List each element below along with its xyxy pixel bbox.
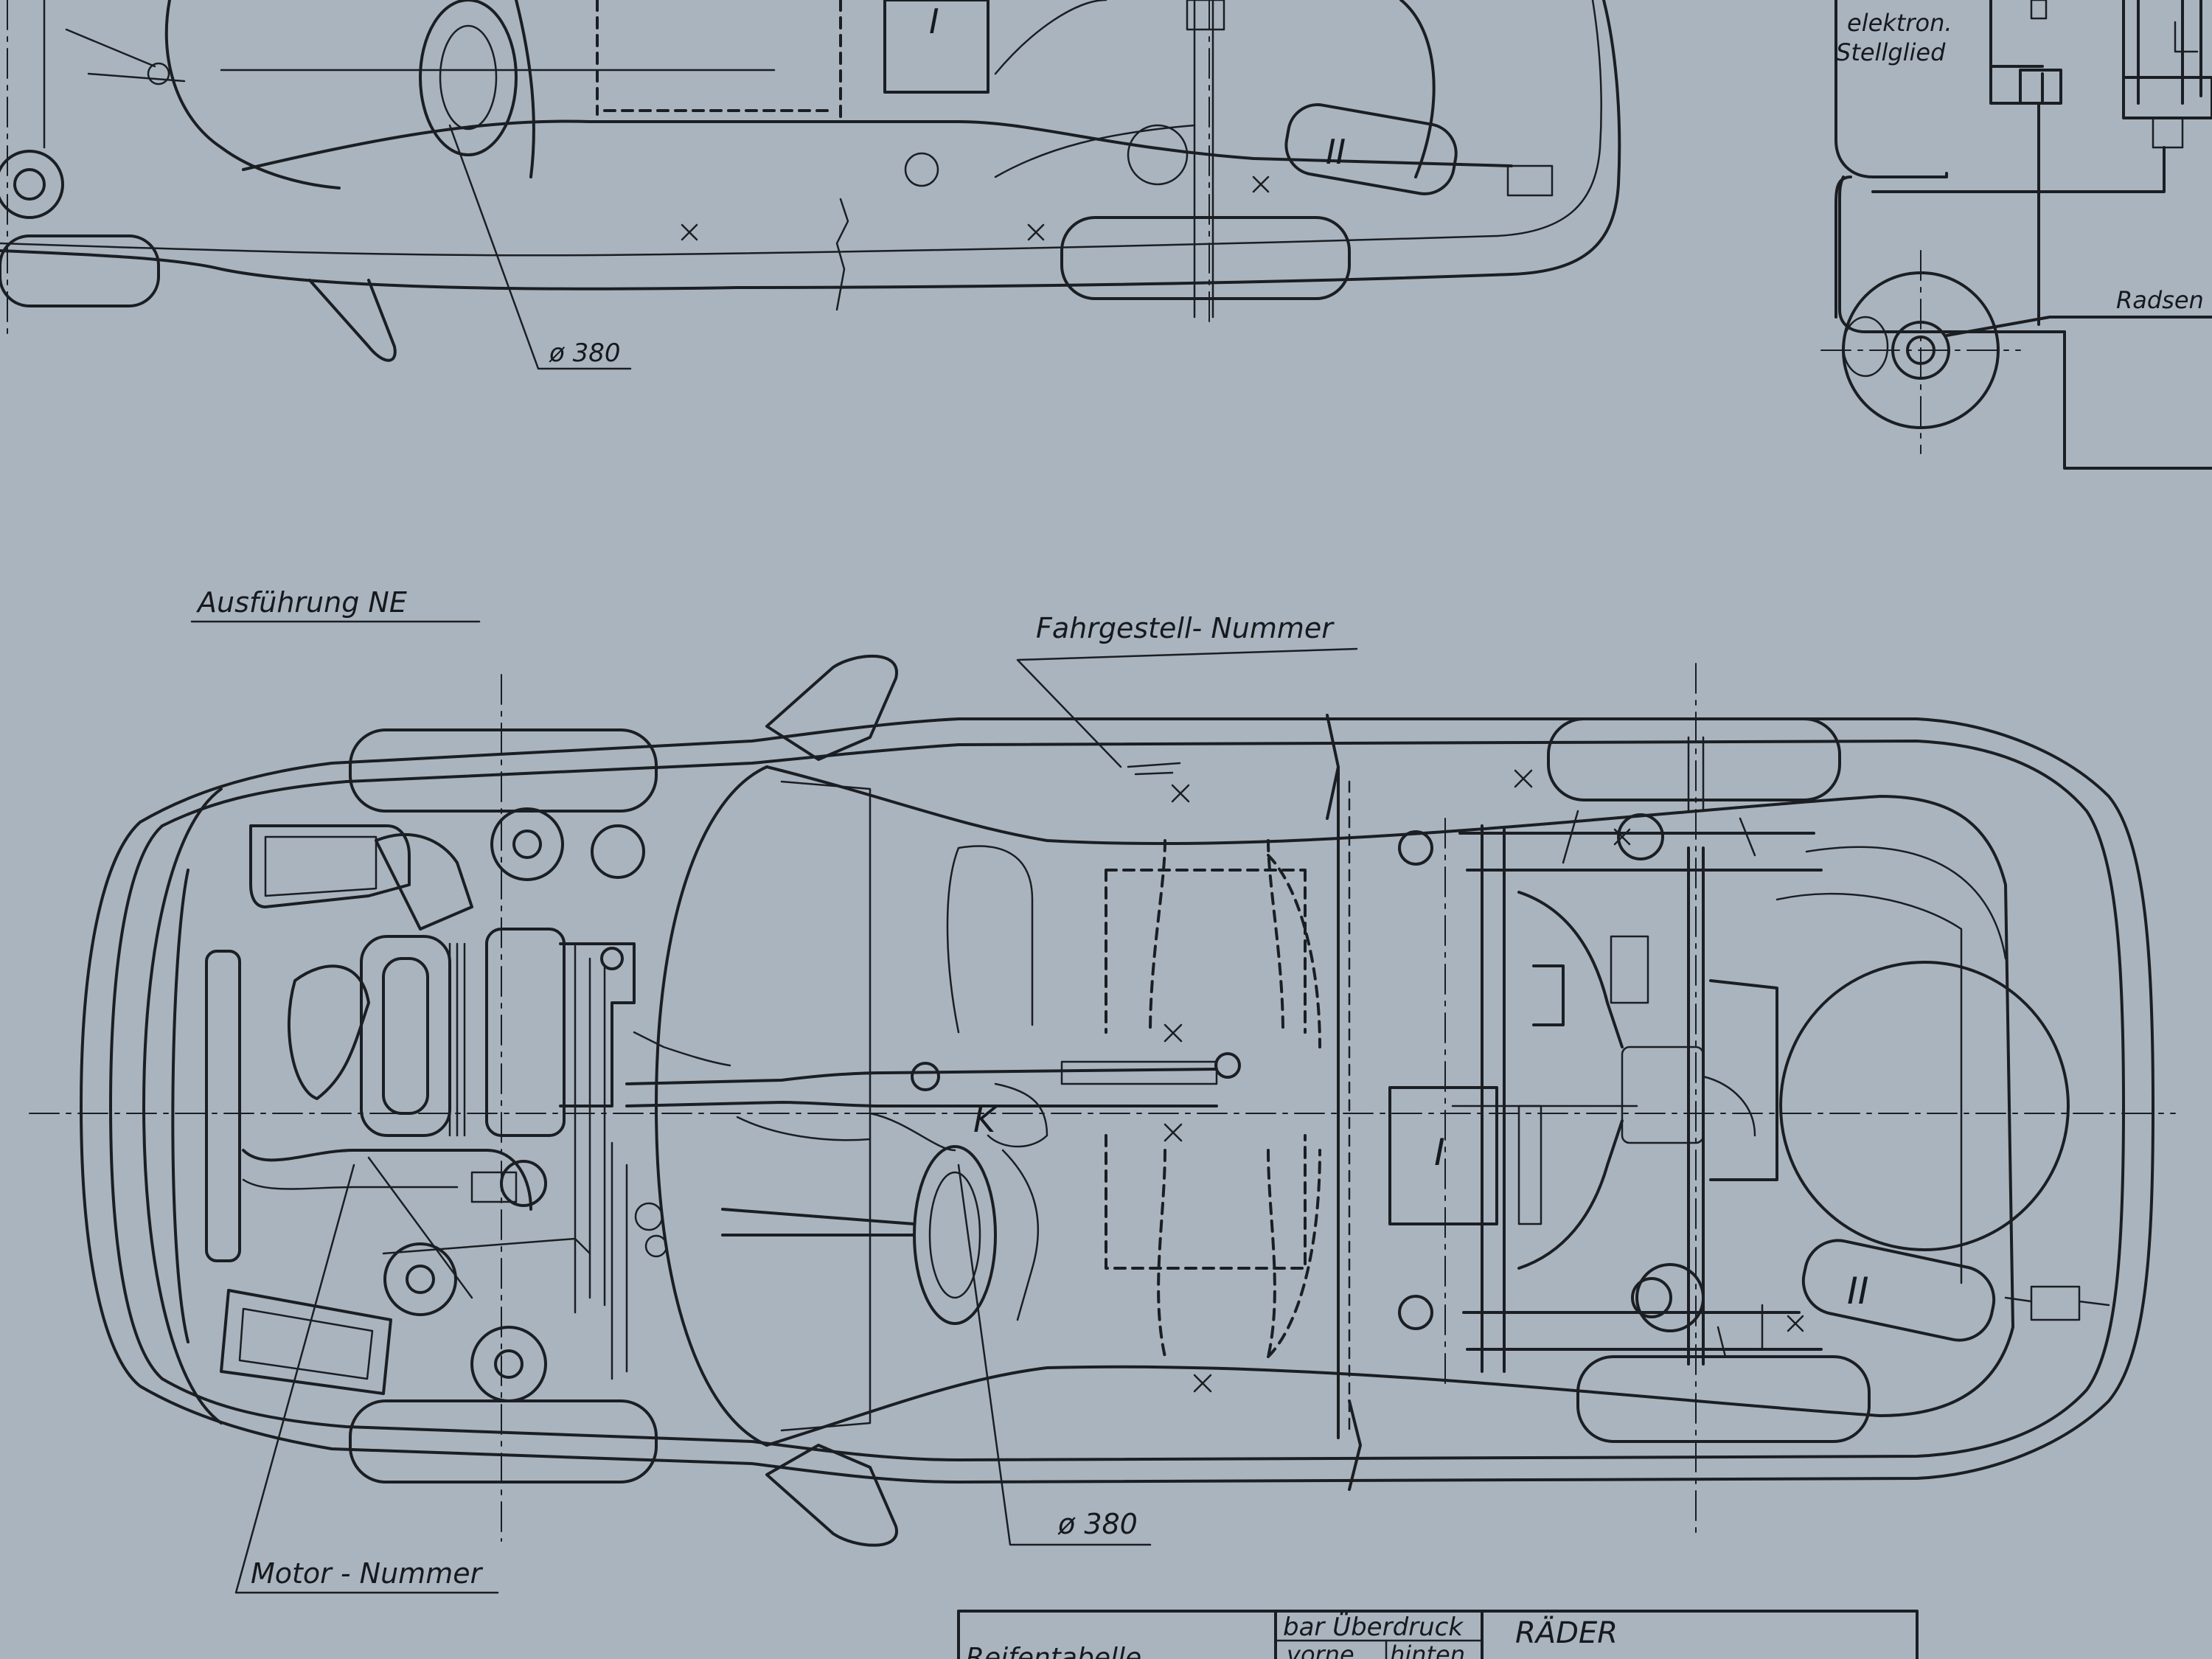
rear-right-wheel bbox=[1576, 1355, 1871, 1443]
table-tire-header: Reifentabelle bbox=[966, 1643, 1141, 1659]
top-car-view-partial: I II ø 380 bbox=[0, 0, 1621, 370]
inset-actuator-block bbox=[2019, 69, 2062, 105]
component-II-label: II bbox=[1847, 1270, 1869, 1312]
table-front-header: vorne bbox=[1287, 1641, 1354, 1659]
air-filter bbox=[249, 824, 411, 908]
component-I-label: I bbox=[1434, 1131, 1445, 1174]
left-mirror bbox=[765, 654, 898, 761]
component-I-box bbox=[1388, 1086, 1498, 1225]
inset-wheel-sensor-label: Radsen bbox=[2116, 286, 2204, 314]
rear-left-wheel bbox=[1547, 717, 1841, 801]
steering-wheel bbox=[913, 1145, 997, 1325]
top-component-I-label: I bbox=[929, 1, 939, 41]
engine-number-label: Motor - Nummer bbox=[251, 1557, 484, 1590]
right-mirror bbox=[765, 1444, 898, 1547]
top-pulley bbox=[0, 150, 64, 219]
chassis-number-label: Fahrgestell- Nummer bbox=[1036, 612, 1335, 644]
front-left-wheel bbox=[349, 728, 658, 813]
component-K-label: K bbox=[973, 1100, 998, 1140]
x-marks bbox=[1164, 769, 1804, 1393]
top-rear-wheel bbox=[1060, 216, 1351, 300]
wheel-diameter-leader bbox=[957, 1164, 1152, 1546]
engine-number-leader bbox=[234, 1164, 499, 1594]
inset-schematic: elektron. Stellglied Radsen bbox=[1820, 0, 2212, 470]
table-rear-header: hinten bbox=[1390, 1641, 1465, 1659]
front-right-wheel bbox=[349, 1399, 658, 1484]
table-wheels-header: RÄDER bbox=[1515, 1615, 1618, 1650]
top-component-I-box bbox=[883, 0, 990, 94]
alternator bbox=[383, 1242, 457, 1316]
top-wheel-diameter-label: ø 380 bbox=[549, 338, 621, 368]
top-steering-wheel bbox=[419, 0, 518, 156]
component-II-box bbox=[1801, 1239, 1996, 1342]
seats-dashed bbox=[946, 839, 1321, 1358]
main-car-view: K I bbox=[29, 620, 2176, 1594]
top-x-marks bbox=[681, 175, 1270, 241]
gearbox bbox=[485, 928, 566, 1137]
top-front-wheel bbox=[0, 234, 160, 307]
engine-pulley-top bbox=[490, 807, 564, 881]
spare-wheel bbox=[1779, 961, 2070, 1251]
wheel-diameter-label: ø 380 bbox=[1057, 1508, 1138, 1540]
inset-actuator-label-1: elektron. bbox=[1847, 9, 1952, 37]
engine-pulley-bottom bbox=[470, 1326, 547, 1402]
top-component-II-box bbox=[1284, 103, 1458, 195]
top-component-II-label: II bbox=[1326, 132, 1346, 172]
table-pressure-header: bar Überdruck bbox=[1283, 1612, 1464, 1642]
battery-plate bbox=[220, 1289, 392, 1395]
rear-suspension bbox=[1398, 736, 1823, 1373]
engine-bay bbox=[205, 807, 668, 1402]
inset-actuator-label-2: Stellglied bbox=[1836, 38, 1946, 66]
car-body-outline bbox=[80, 717, 2154, 1484]
variant-label: Ausführung NE bbox=[195, 586, 407, 619]
engine-block bbox=[360, 935, 451, 1137]
radiator bbox=[205, 950, 241, 1262]
tire-table: bar Überdruck vorne hinten RÄDER Reifent… bbox=[957, 1610, 1919, 1659]
chassis-number-leader bbox=[1016, 647, 1358, 768]
